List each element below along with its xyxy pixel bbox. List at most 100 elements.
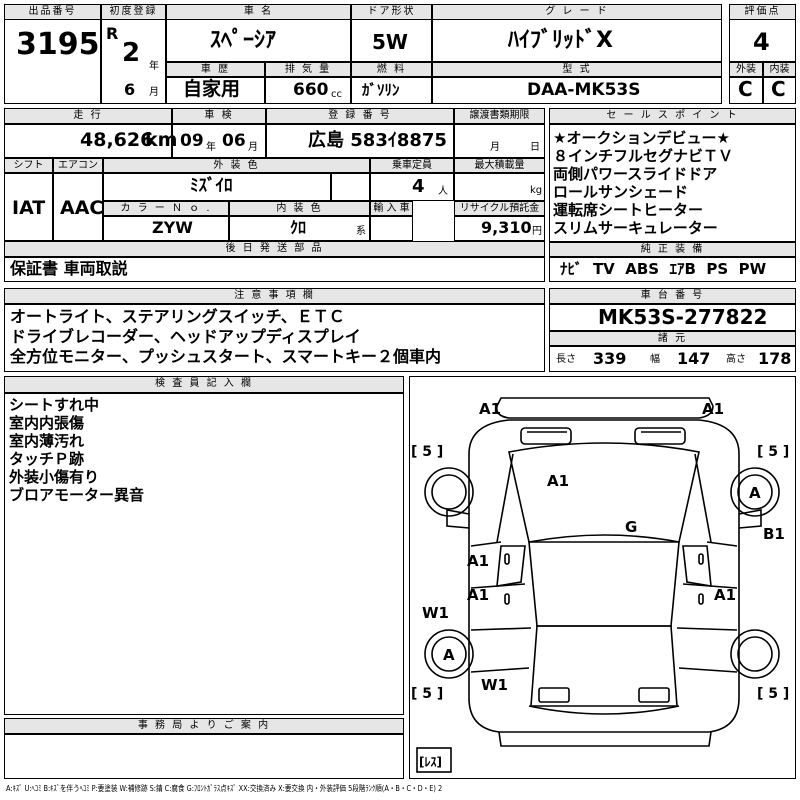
color-no-label: カ ラ ー Ｎ ｏ .	[103, 201, 229, 216]
name-label: 車 名	[166, 4, 351, 20]
sales-point: ８インチフルセグナビＴＶ	[553, 147, 734, 165]
mark-left-rear-door: A1	[467, 586, 489, 604]
inspector-note: ブロアモーター異音	[9, 486, 145, 504]
recycle-box	[454, 216, 545, 241]
max-load-box	[454, 173, 545, 201]
grade: ﾊｲﾌﾞﾘｯﾄﾞX	[508, 28, 613, 53]
model-box	[432, 77, 722, 104]
exterior-box	[729, 77, 763, 104]
chassis-box	[549, 304, 796, 331]
mark-right-rear-door: A1	[714, 586, 736, 604]
mark-hood: A1	[547, 472, 569, 490]
era: R	[106, 24, 119, 43]
aircon: AAC	[60, 197, 104, 219]
fuel: ｶﾞｿﾘﾝ	[362, 81, 400, 99]
cc-unit: cc	[331, 89, 342, 100]
tread-front-left: [ 5 ]	[411, 444, 443, 460]
chassis-label: 車 台 番 号	[549, 288, 796, 304]
dims-label: 諸 元	[549, 331, 796, 346]
score-label: 評価点	[729, 4, 796, 20]
inspection-month: 06	[222, 131, 246, 151]
note-line: オートライト、ステアリングスイッチ、ＥＴＣ	[10, 307, 345, 326]
ext-color-box	[103, 173, 331, 201]
recycle: 9,310	[481, 218, 532, 237]
mark-rear-wheel: A	[443, 646, 455, 664]
inspection-year: 09	[180, 131, 204, 151]
interior-grade: C	[771, 77, 786, 101]
mark-front-wheel: A	[749, 484, 761, 502]
first-reg-label: 初度登録	[101, 4, 166, 20]
color-no-box	[103, 216, 229, 241]
office-label: 事 務 局 よ り ご 案 内	[4, 718, 404, 734]
height-value: 178	[758, 349, 792, 368]
registration-label: 登 録 番 号	[266, 108, 454, 124]
later-parts: 保証書 車両取説	[10, 259, 128, 278]
recycle-label: リサイクル預託金	[454, 201, 545, 216]
mark-left-rocker: W1	[422, 604, 449, 622]
note-line: ドライブレコーダー、ヘッドアップディスプレイ	[10, 327, 361, 346]
length-label: 長さ	[556, 354, 576, 365]
model: DAA-MK53S	[527, 80, 641, 100]
fuel-box	[351, 77, 432, 104]
mark-left-front-door: A1	[467, 552, 489, 570]
car-name: ｽﾍﾟｰｼｱ	[210, 28, 277, 53]
interior-box	[763, 77, 796, 104]
yen-unit: 円	[532, 226, 542, 237]
score: 4	[753, 28, 770, 56]
spare-tire: [ﾚｽ]	[419, 755, 442, 769]
ext-color: ﾐｽﾞｲﾛ	[190, 176, 233, 196]
lot-label: 出品番号	[4, 4, 101, 20]
sales-point: 運転席シートヒーター	[553, 201, 704, 219]
sales-point: ★オークションデビュー★	[553, 129, 730, 147]
registration-box	[266, 124, 454, 158]
shift: IAT	[12, 197, 46, 219]
inspector-note: シートすれ中	[9, 396, 100, 414]
import-box	[370, 216, 413, 241]
aircon-box	[53, 173, 103, 241]
transfer-label: 譲渡書類期限	[454, 108, 545, 124]
width-label: 幅	[650, 354, 660, 365]
door-type: 5W	[372, 30, 408, 54]
sales-point: ロールサンシェード	[553, 183, 689, 201]
car-damage-diagram: A1 A1 A1 G A1 A1 A1 B1 A A W1 W1 [ 5 ] […	[411, 397, 789, 773]
sales-point: 両側パワースライドドア	[553, 165, 718, 183]
exterior-label: 外装	[729, 62, 763, 77]
first-reg-month: 6	[124, 80, 136, 99]
inspector-notes: シートすれ中 室内内張傷 室内薄汚れ タッチＰ跡 外装小傷有り ブロアモーター異…	[9, 396, 144, 504]
load-unit: kg	[530, 185, 543, 196]
inspector-note: 室内薄汚れ	[9, 432, 85, 450]
color-no: ZYW	[152, 218, 193, 237]
inspection-label: 車 検	[172, 108, 266, 124]
legend: A:ｷｽﾞ U:ﾍｺﾐ B:ｷｽﾞを伴うﾍｺﾐ P:要塗装 W:補修跡 S:錆 …	[6, 785, 538, 793]
inspector-note: 外装小傷有り	[9, 468, 100, 486]
displacement: 660	[293, 80, 329, 100]
model-label: 型 式	[432, 62, 722, 77]
tread-front-right: [ 5 ]	[757, 444, 789, 460]
inspection-year-unit: 年	[206, 142, 216, 153]
shift-box	[4, 173, 53, 241]
capacity-label: 乗車定員	[370, 158, 454, 173]
int-color-box	[229, 216, 370, 241]
height-label: 高さ	[726, 354, 746, 365]
inspection-box	[172, 124, 266, 158]
fuel-label: 燃 料	[351, 62, 432, 77]
capacity: 4	[412, 176, 425, 197]
import-label: 輸 入 車	[370, 201, 413, 216]
dims-box	[549, 346, 796, 372]
capacity-box	[370, 173, 454, 201]
mark-left-rear-quarter: W1	[481, 676, 508, 694]
registration: 広島 583ｲ8875	[308, 130, 447, 151]
transfer-month-unit: 月	[490, 142, 500, 153]
mileage-box	[4, 124, 172, 158]
tread-rear-right: [ 5 ]	[757, 686, 789, 702]
length-value: 339	[593, 349, 627, 368]
notes-label: 注 意 事 項 欄	[4, 288, 545, 304]
mark-right-fender: B1	[763, 525, 785, 543]
shift-label: シフト	[4, 158, 53, 173]
int-color-unit: 系	[356, 226, 366, 237]
lot-number: 3195	[16, 27, 100, 62]
equipment-box	[549, 257, 796, 282]
inspector-box	[4, 393, 404, 715]
transfer-day-unit: 日	[530, 142, 540, 153]
